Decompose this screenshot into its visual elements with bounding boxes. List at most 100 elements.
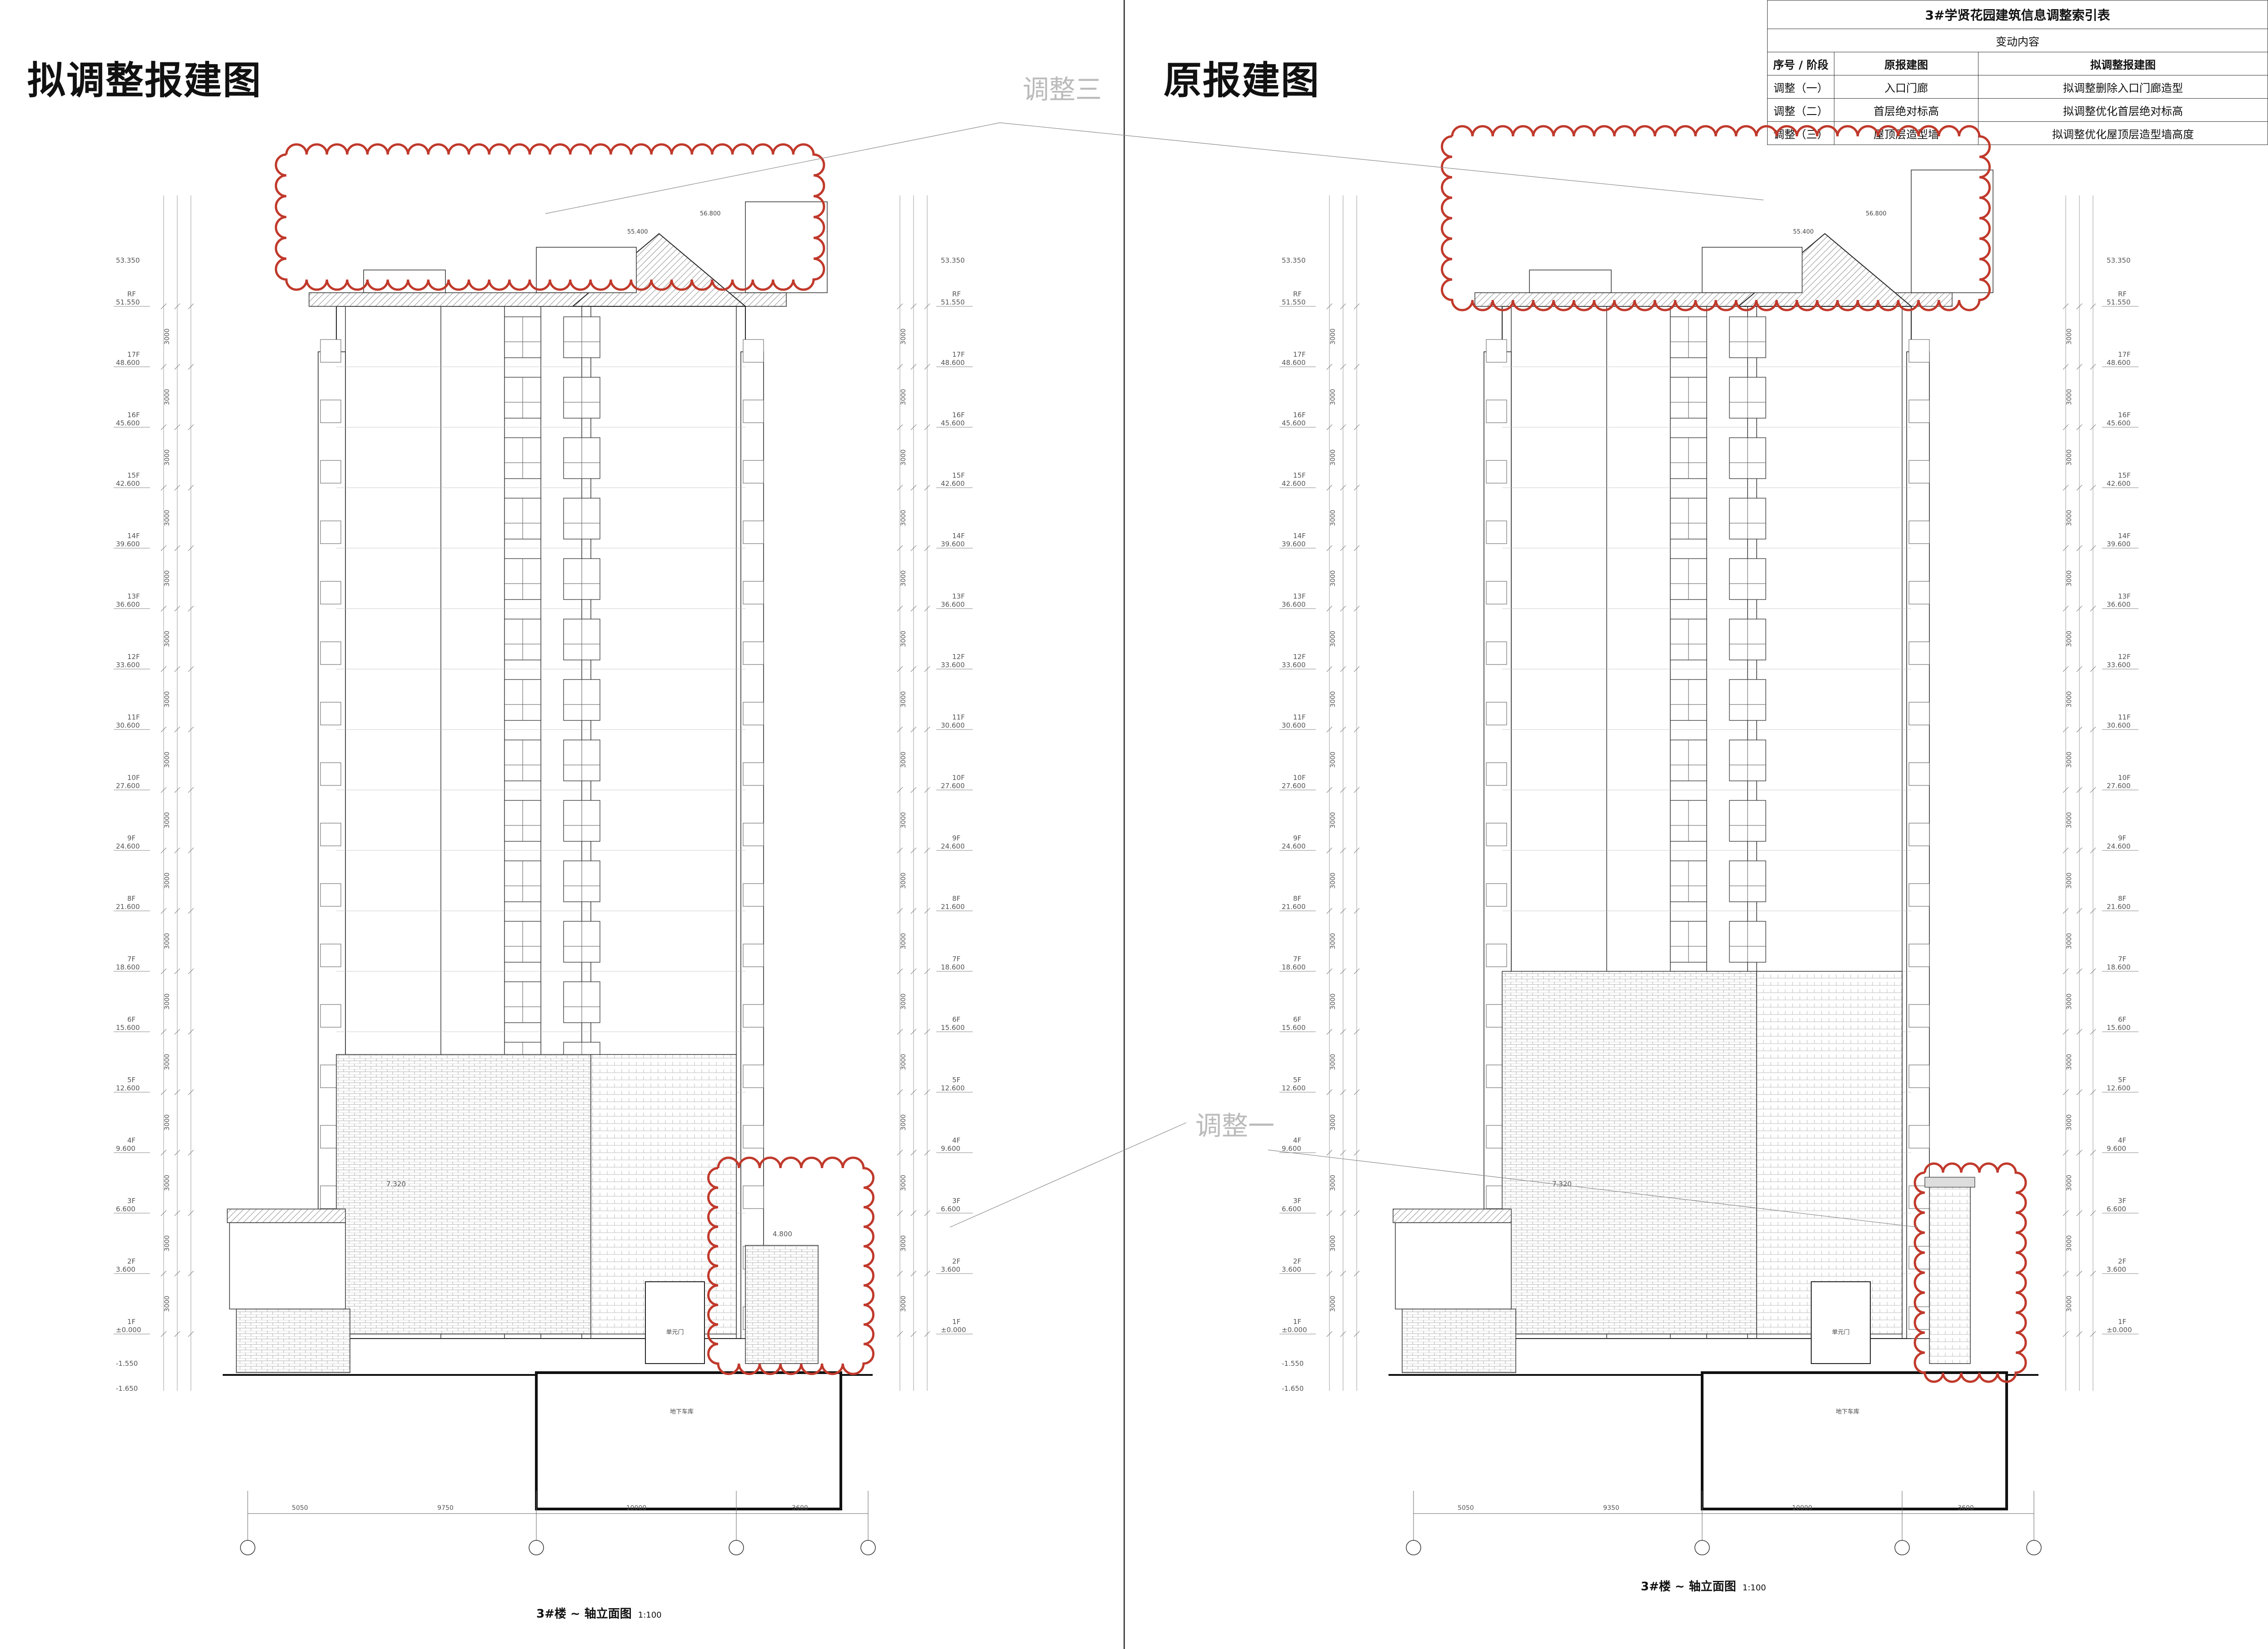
dim-tick — [924, 364, 930, 370]
dim-tick — [2090, 1089, 2096, 1095]
balcony-rail — [320, 883, 341, 907]
level-floor-label: 12F — [952, 653, 965, 661]
level-floor-label: 4F — [2118, 1136, 2126, 1144]
portico-cap — [1924, 1177, 1975, 1188]
dim-tick — [1340, 605, 1346, 612]
dim-tick — [188, 1331, 194, 1337]
dim-tick — [910, 1089, 917, 1095]
dim-tick — [188, 424, 194, 430]
entrance-elev-label: 7.320 — [1552, 1180, 1572, 1188]
dim-tick — [897, 1029, 903, 1035]
balcony-rail — [1908, 1185, 1930, 1209]
dim-text: 3000 — [1329, 873, 1337, 889]
dim-tick — [2076, 1270, 2083, 1277]
dim-tick — [2076, 303, 2083, 310]
dim-tick — [2076, 1331, 2083, 1337]
level-floor-label: 13F — [127, 592, 140, 600]
basement-box — [1701, 1371, 2008, 1510]
dim-tick — [1354, 605, 1360, 612]
level-elev-label: 3.600 — [1282, 1265, 1301, 1274]
dim-tick — [2090, 485, 2096, 491]
dim-tick — [2063, 1270, 2069, 1277]
panel-divider — [1124, 0, 1125, 1649]
level-floor-label: 3F — [127, 1197, 135, 1205]
basement-box — [535, 1371, 842, 1510]
col-seq: 序号 / 阶段 — [1767, 52, 1834, 75]
dim-tick — [174, 1029, 180, 1035]
dim-text: 3000 — [164, 510, 171, 526]
level-elev-label: 15.600 — [941, 1024, 965, 1032]
level-elev-label: 6.600 — [1282, 1205, 1301, 1213]
dim-tick — [2063, 1029, 2069, 1035]
level-floor-label: 3F — [1293, 1197, 1301, 1205]
level-floor-label: 6F — [952, 1015, 960, 1024]
level-elev-label: 51.550 — [116, 298, 140, 306]
dim-tick — [2090, 364, 2096, 370]
dim-tick — [924, 666, 930, 672]
balcony-rail — [1486, 581, 1507, 605]
dim-text: 3000 — [2066, 994, 2073, 1010]
basement-label: 地下车库 — [1836, 1408, 1859, 1415]
dim-tick — [910, 303, 917, 310]
balcony-rail — [320, 581, 341, 605]
dim-text: 3000 — [2066, 812, 2073, 829]
dim-text: 3000 — [2066, 933, 2073, 949]
dim-tick — [1354, 1029, 1360, 1035]
dim-tick — [174, 1210, 180, 1216]
balcony-rail — [1486, 823, 1507, 846]
balcony-rail — [320, 400, 341, 423]
dim-tick — [1326, 1029, 1333, 1035]
roof-elev-b: 56.800 — [1866, 210, 1887, 217]
balcony-rail — [1908, 1064, 1930, 1088]
dim-text: 3000 — [2066, 1235, 2073, 1252]
level-elev-label: 39.600 — [116, 540, 140, 548]
level-floor-label: 8F — [127, 894, 135, 903]
dim-tick — [188, 605, 194, 612]
revision-cloud-roof — [275, 143, 825, 291]
dim-tick — [924, 1029, 930, 1035]
dim-tick — [188, 364, 194, 370]
dim-tick — [1326, 666, 1333, 672]
dim-tick — [910, 1210, 917, 1216]
dim-tick — [174, 847, 180, 854]
level-elev-label: 45.600 — [116, 419, 140, 427]
dim-text: 3000 — [2066, 1114, 2073, 1131]
dim-tick — [2076, 1089, 2083, 1095]
dim-text: 3000 — [900, 873, 907, 889]
level-elev-label: 9.600 — [941, 1144, 960, 1153]
top-elev-label: 53.350 — [116, 256, 140, 265]
dim-text: 3000 — [900, 450, 907, 466]
balcony-rail — [1486, 520, 1507, 544]
entrance-elev-label: 7.320 — [386, 1180, 406, 1188]
level-floor-label: 3F — [2118, 1197, 2126, 1205]
dim-text: 3000 — [1329, 631, 1337, 647]
dim-tick — [897, 364, 903, 370]
dim-tick — [1340, 666, 1346, 672]
dim-text: 3000 — [164, 450, 171, 466]
dim-text: 3000 — [1329, 570, 1337, 587]
dim-tick — [1326, 968, 1333, 974]
dim-text: 3000 — [2066, 329, 2073, 345]
level-elev-label: 6.600 — [941, 1205, 960, 1213]
axis-bubble — [2026, 1540, 2042, 1555]
level-elev-label: 24.600 — [116, 842, 140, 850]
level-elev-label: 27.600 — [1282, 782, 1306, 790]
dim-text: 3000 — [2066, 450, 2073, 466]
dim-text: 3000 — [1329, 1235, 1337, 1252]
podium-roof — [1393, 1209, 1512, 1223]
level-floor-label: 8F — [2118, 894, 2126, 903]
dim-tick — [2090, 605, 2096, 612]
dim-tick — [910, 726, 917, 733]
level-floor-label: 1F — [2118, 1318, 2126, 1326]
dim-tick — [2090, 303, 2096, 310]
revision-cloud-entry — [1913, 1162, 2027, 1383]
balcony-rail — [743, 1125, 764, 1149]
level-elev-label: 24.600 — [2107, 842, 2131, 850]
level-elev-label: ±0.000 — [2107, 1326, 2132, 1334]
dim-text: 3000 — [900, 752, 907, 768]
level-elev-label: 6.600 — [2107, 1205, 2126, 1213]
dim-tick — [1326, 1331, 1333, 1337]
dim-tick — [897, 303, 903, 310]
balcony-rail — [743, 762, 764, 786]
level-floor-label: 9F — [1293, 834, 1301, 842]
